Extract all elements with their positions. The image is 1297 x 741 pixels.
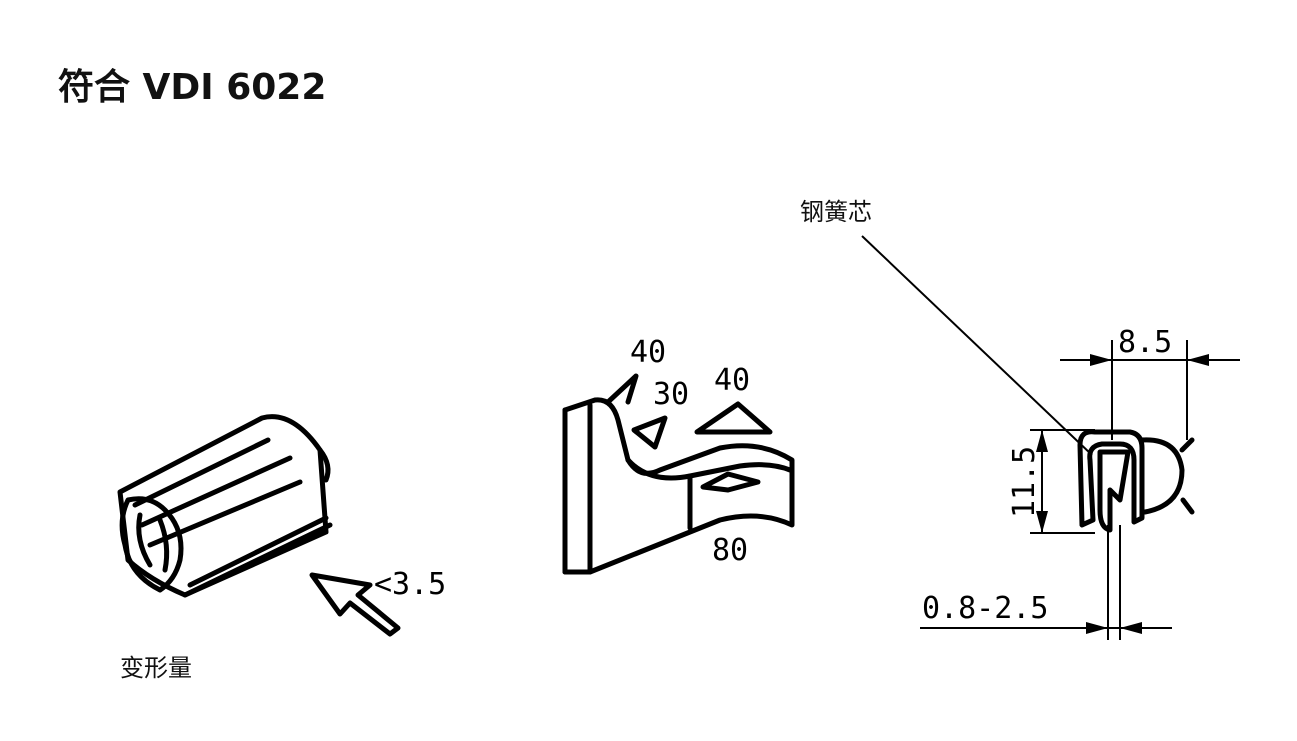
page-title: 符合 VDI 6022 xyxy=(58,67,327,108)
width-dimension xyxy=(1060,340,1240,440)
angle-label-top-left: 40 xyxy=(630,335,666,370)
edge-protection-profile-drawing xyxy=(117,414,333,598)
angle-label-top-right: 40 xyxy=(714,363,750,398)
deformation-arrow xyxy=(309,572,401,637)
steel-core-leader-line xyxy=(861,235,1093,456)
deformation-value: <3.5 xyxy=(374,567,446,602)
bend-profile-drawing xyxy=(562,373,795,575)
angle-label-mid: 30 xyxy=(653,377,689,412)
bend-value-label: 80 xyxy=(712,533,748,568)
clamp-range-dimension xyxy=(920,525,1172,640)
width-value: 8.5 xyxy=(1118,325,1172,360)
cross-section-drawing xyxy=(1077,429,1195,533)
deformation-label: 变形量 xyxy=(120,654,192,682)
height-dimension xyxy=(1030,429,1095,534)
height-value: 11.5 xyxy=(1007,446,1042,518)
steel-core-label: 钢簧芯 xyxy=(800,198,872,226)
clamp-range-value: 0.8-2.5 xyxy=(922,591,1048,626)
